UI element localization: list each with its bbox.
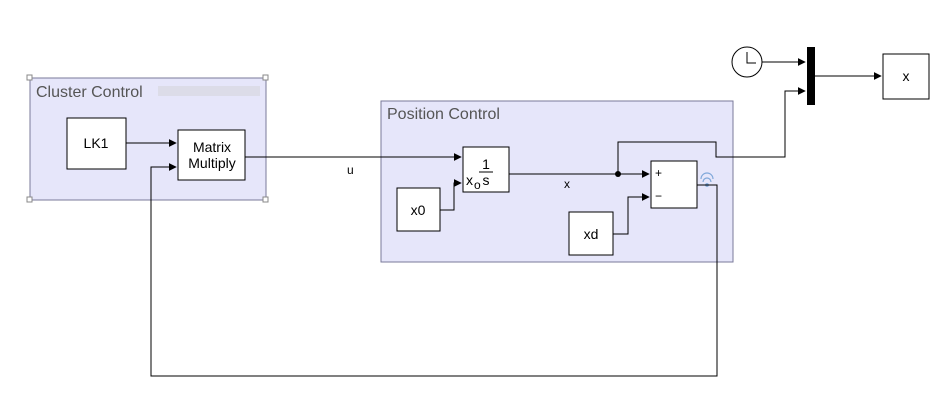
resize-handle[interactable] [26, 196, 33, 203]
xd-label: xd [584, 226, 599, 242]
wire-x0-to-integrator[interactable] [440, 179, 462, 211]
lk1-block[interactable]: LK1 [66, 117, 127, 170]
resize-handle[interactable] [26, 74, 33, 81]
xd-block[interactable]: xd [568, 211, 614, 256]
sum-minus-sign: − [655, 189, 662, 203]
signal-label-u: u [347, 163, 354, 177]
lk1-label: LK1 [84, 135, 109, 151]
integrator-block[interactable]: 1 s x o [462, 146, 510, 193]
scope-x-label: x [903, 68, 910, 84]
wire-xd-to-sum[interactable] [613, 193, 650, 235]
resize-handle[interactable] [262, 196, 269, 203]
integrator-ic-subscript: o [474, 178, 481, 192]
scope-x-block[interactable]: x [882, 53, 930, 100]
matrix-multiply-block[interactable]: Matrix Multiply [177, 129, 246, 181]
clock-icon[interactable] [731, 46, 763, 78]
mux-bar[interactable] [807, 47, 815, 105]
x0-label: x0 [411, 202, 426, 218]
resize-handle[interactable] [262, 74, 269, 81]
x0-block[interactable]: x0 [396, 187, 441, 232]
sum-plus-sign: + [655, 166, 662, 180]
position-control-title: Position Control [387, 106, 500, 123]
integrator-denominator: s [483, 172, 490, 188]
matrix-multiply-line2: Multiply [188, 155, 235, 171]
cluster-control-title: Cluster Control [36, 84, 143, 101]
matrix-multiply-line1: Matrix [193, 139, 231, 155]
sum-block[interactable]: + − [650, 160, 698, 209]
integrator-ic-label: x [466, 172, 473, 188]
integrator-numerator: 1 [482, 156, 490, 172]
wire-x-to-mux[interactable] [617, 87, 806, 174]
wire-feedback[interactable] [150, 163, 718, 377]
signal-label-x: x [564, 177, 570, 191]
